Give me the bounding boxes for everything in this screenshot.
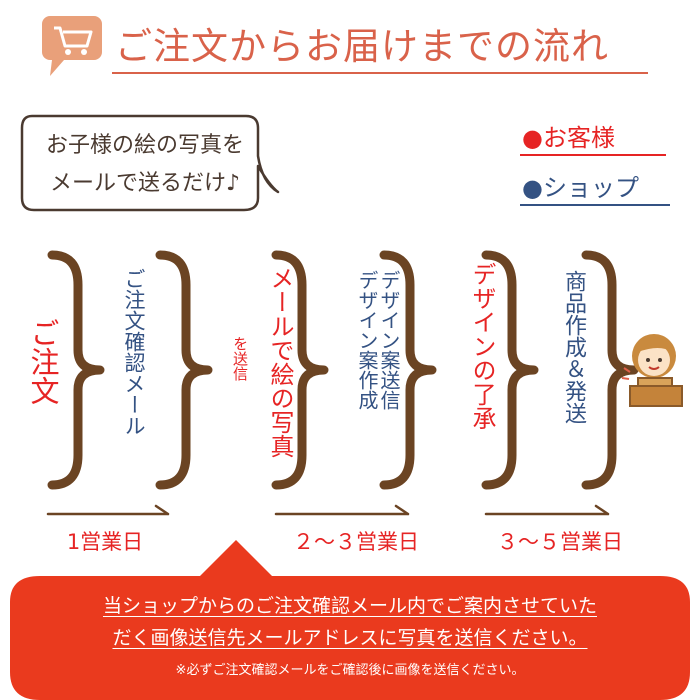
legend-shop: ●ショップ [522, 174, 639, 202]
step-design: デザイン案送信 デザイン案作成 [355, 270, 401, 410]
notice-footnote: ※必ずご注文確認メールをご確認後に画像を送信ください。 [175, 663, 525, 678]
brace-5 [481, 250, 539, 490]
brace-2 [155, 250, 213, 490]
legend-customer-underline [520, 154, 666, 156]
flow-braces [47, 250, 639, 490]
duration-3: ３～５営業日 [497, 530, 623, 554]
bubble-line-2: メールで送るだけ♪ [49, 171, 241, 196]
step-order: ご注文 [26, 318, 60, 405]
step-send-picture-suffix: を送信 [231, 336, 249, 381]
notice-line-2: だく画像送信先メールアドレスに写真を送信ください。 [112, 627, 588, 649]
title-underline [112, 72, 648, 74]
step-send-picture: メールで絵の写真 [266, 266, 294, 458]
brace-1 [47, 250, 105, 490]
notice-line-1: 当ショップからのご注文確認メール内でご案内させていた [102, 595, 597, 617]
legend-customer: ●お客様 [522, 124, 615, 152]
speech-bubble [20, 114, 280, 212]
cart-icon [42, 16, 102, 76]
step-confirm-mail: ご注文確認メール [122, 268, 146, 436]
arrow-2 [274, 504, 410, 516]
duration-arrows [46, 504, 610, 516]
duration-1: 1営業日 [66, 530, 144, 554]
legend-shop-underline [520, 204, 670, 206]
bubble-line-1: お子様の絵の写真を [45, 133, 244, 158]
step-approve: デザインの了承 [468, 262, 496, 430]
brace-4 [379, 250, 437, 490]
page-title: ご注文からお届けまでの流れ [115, 25, 609, 68]
brace-3 [271, 250, 329, 490]
brace-6 [581, 250, 639, 490]
duration-2: ２～３営業日 [293, 530, 419, 554]
shop-staff-icon [621, 334, 683, 407]
step-make-ship: 商品作成＆発送 [561, 270, 586, 424]
notice-box [10, 540, 690, 700]
arrow-1 [46, 504, 170, 516]
arrow-3 [484, 504, 610, 516]
